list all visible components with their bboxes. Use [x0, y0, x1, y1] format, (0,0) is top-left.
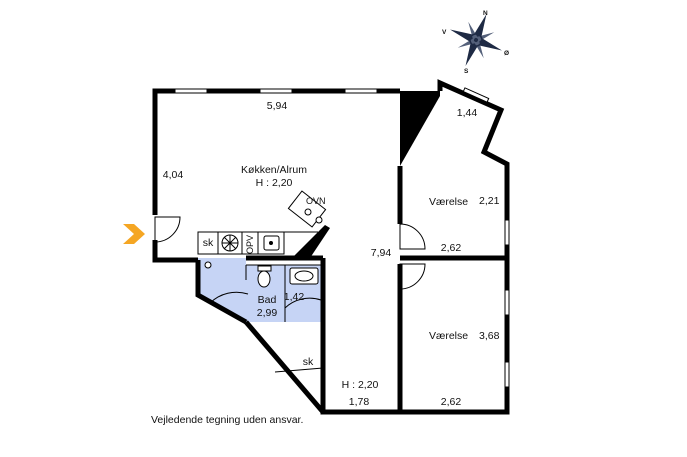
entrance-door [154, 216, 181, 243]
dim-kitchen-depth: 4,04 [163, 169, 184, 181]
compass-west: V [442, 29, 447, 36]
bath-area: 2,99 [257, 307, 278, 319]
kitchen-cupboard-label: sk [203, 237, 214, 249]
corner-wall-wedge [400, 91, 440, 166]
kitchen-height: H : 2,20 [256, 177, 293, 189]
dishwasher-label: OPV [245, 235, 255, 254]
window [259, 88, 293, 94]
kitchen-name: Køkken/Alrum [241, 164, 307, 176]
bath-door-2 [284, 297, 322, 309]
compass-south: S [464, 68, 469, 75]
drain-icon [204, 261, 212, 269]
window [504, 289, 510, 316]
bedroom-bottom-door [399, 263, 426, 290]
toilet-tank-icon [257, 265, 272, 272]
dim-hall-length: 7,94 [371, 247, 392, 259]
disclaimer-text: Vejledende tegning uden ansvar. [151, 414, 304, 426]
window [174, 88, 208, 94]
oven-label: OVN [306, 196, 326, 206]
dim-bedroom-top-width: 2,62 [441, 242, 462, 254]
window [504, 361, 510, 388]
window [462, 87, 490, 103]
dim-bath-inner: 1,42 [284, 291, 305, 303]
bedroom-bottom-area: 3,68 [479, 330, 500, 342]
dim-hall-width: 1,78 [349, 396, 370, 408]
bedroom-top-door [399, 223, 426, 250]
bath-name: Bad [258, 294, 277, 306]
bedroom-top-area: 2,21 [479, 195, 500, 207]
hall-height: H : 2,20 [342, 379, 379, 391]
window [504, 219, 510, 246]
dim-bedroom-bottom-width: 2,62 [441, 396, 462, 408]
compass-rose [450, 14, 502, 66]
windows [174, 87, 510, 388]
toilet-icon [257, 270, 271, 288]
kitchen-counter [197, 190, 327, 255]
dim-corner-wall: 1,44 [457, 107, 478, 119]
bedroom-top-name: Værelse [429, 196, 468, 208]
entrance-arrow [123, 224, 145, 244]
bath-door [209, 291, 249, 304]
bath-fixtures [204, 261, 319, 288]
hall-cupboard-label: sk [303, 356, 314, 368]
compass-north: N [483, 10, 488, 17]
dim-kitchen-width: 5,94 [267, 100, 288, 112]
compass-east: Ø [504, 50, 509, 57]
kitchen-wedge [292, 225, 330, 258]
doors [154, 216, 426, 309]
bedroom-bottom-name: Værelse [429, 330, 468, 342]
window [344, 88, 378, 94]
